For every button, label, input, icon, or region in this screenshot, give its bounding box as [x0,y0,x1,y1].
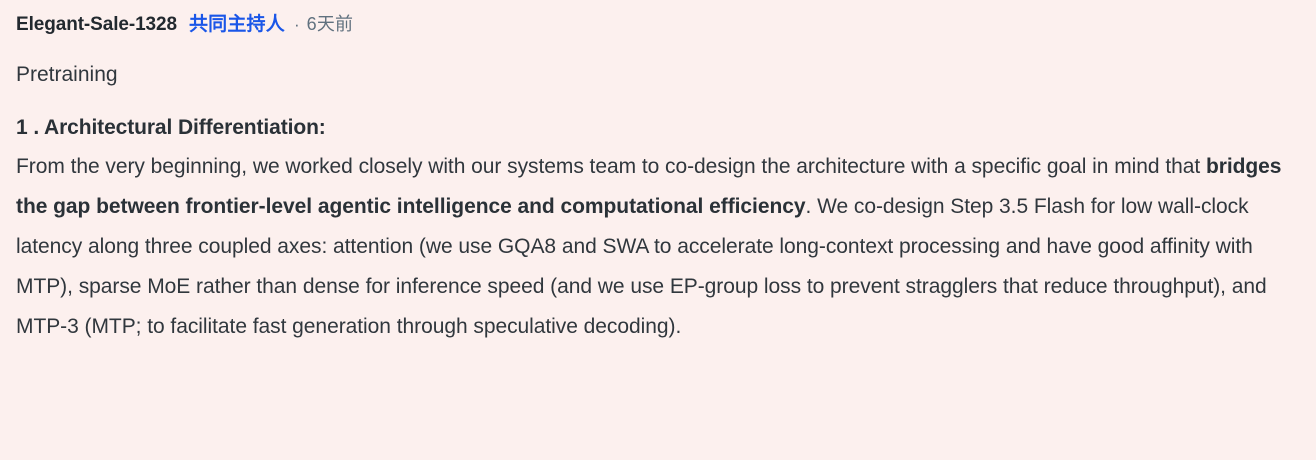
paragraph-lead-text: From the very beginning, we worked close… [16,154,1206,178]
author-role-badge: 共同主持人 [188,14,285,35]
post-body: Pretraining 1 . Architectural Differenti… [16,46,1300,347]
paragraph-tail-text: . We co-design Step 3.5 Flash for low wa… [16,194,1267,338]
author-name[interactable]: Elegant-Sale-1328 [16,14,177,35]
post-timestamp: 6天前 [306,14,354,34]
meta-separator: · [293,15,300,34]
section-heading: 1 . Architectural Differentiation: [16,116,326,140]
body-paragraph: From the very beginning, we worked close… [16,147,1288,347]
paragraph-emphasis-text: bridges the gap between frontier-level a… [16,154,1282,218]
post-header: Elegant-Sale-1328 共同主持人 · 6天前 [16,0,1300,46]
section-label: Pretraining [16,63,118,86]
